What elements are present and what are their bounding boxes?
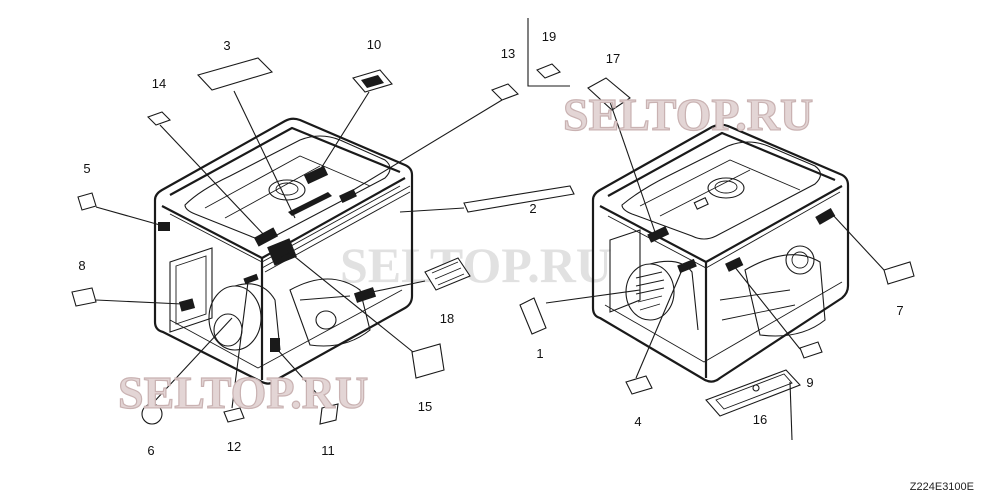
watermark-top-right: SELTOP.RU [563,89,813,140]
diagram-code: Z224E3100E [909,481,974,493]
leader-lines [95,18,885,441]
decal-1 [519,297,547,335]
callout-12: 12 [227,439,241,454]
callout-11: 11 [321,443,335,458]
watermark-center: SELTOP.RU [340,237,612,293]
decal-3 [196,57,274,91]
decal-2 [463,185,575,213]
callout-10: 10 [367,37,381,52]
decal-12 [223,407,245,423]
decal-4 [625,375,653,395]
callout-18: 18 [440,311,454,326]
decal-19 [536,63,561,79]
callout-9: 9 [806,375,813,390]
callout-6: 6 [147,443,154,458]
decal-5 [77,192,97,211]
callout-5: 5 [83,161,90,176]
decal-7 [883,261,915,285]
callout-1: 1 [536,346,543,361]
callout-7: 7 [896,303,903,318]
callout-3: 3 [223,38,230,53]
callout-15: 15 [418,399,432,414]
watermark-bottom-left: SELTOP.RU [118,367,368,418]
decal-13 [491,83,519,101]
decal-parts [71,57,915,425]
decal-15 [411,343,445,379]
callout-19: 19 [542,29,556,44]
decal-16 [705,369,801,417]
decal-17 [587,77,631,111]
decal-9 [799,341,823,359]
callout-17: 17 [606,51,620,66]
callout-13: 13 [501,46,515,61]
callout-numbers: 1 2 3 4 5 6 7 8 9 10 11 12 13 14 15 16 1… [78,29,903,458]
generator-right [591,123,850,383]
decal-14 [146,111,172,126]
callout-2: 2 [529,201,536,216]
decal-8 [71,287,97,307]
callout-4: 4 [634,414,641,429]
callout-14: 14 [152,76,166,91]
callout-16: 16 [753,412,767,427]
decal-11 [319,403,339,425]
callout-8: 8 [78,258,85,273]
generator-left [153,117,414,385]
